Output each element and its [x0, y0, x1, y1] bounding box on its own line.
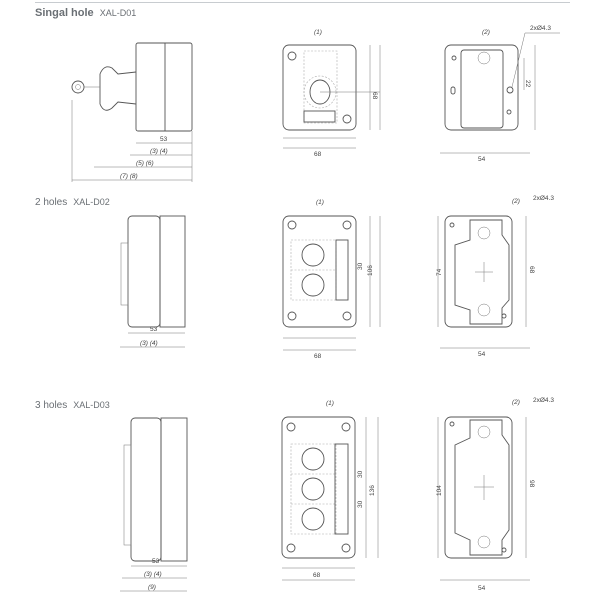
svg-text:106: 106	[367, 265, 374, 276]
svg-text:2xØ4.3: 2xØ4.3	[533, 195, 554, 202]
svg-text:(5) (6): (5) (6)	[136, 160, 154, 167]
svg-text:(9): (9)	[148, 584, 156, 591]
svg-text:(2): (2)	[512, 399, 520, 406]
svg-text:(3) (4): (3) (4)	[140, 340, 158, 347]
svg-text:(3) (4): (3) (4)	[144, 571, 162, 578]
svg-text:2xØ4.3: 2xØ4.3	[533, 397, 554, 404]
svg-text:(1): (1)	[316, 199, 324, 206]
svg-text:74: 74	[436, 268, 443, 276]
svg-text:30: 30	[357, 500, 364, 508]
svg-text:53: 53	[152, 558, 160, 565]
svg-text:68: 68	[314, 151, 322, 158]
svg-text:(1): (1)	[326, 400, 334, 407]
svg-text:54: 54	[478, 585, 486, 592]
svg-text:22: 22	[524, 80, 531, 88]
svg-text:30: 30	[357, 262, 364, 270]
svg-text:2xØ4.3: 2xØ4.3	[530, 25, 551, 32]
header-rule	[35, 2, 570, 3]
svg-text:68: 68	[313, 572, 321, 579]
svg-text:68: 68	[371, 92, 378, 100]
svg-text:54: 54	[478, 351, 486, 358]
svg-text:54: 54	[478, 156, 486, 163]
side-view-d02: 53 (3) (4)	[120, 215, 186, 348]
svg-text:53: 53	[150, 326, 158, 333]
front-view-d02: (1) 30 106 68	[282, 199, 381, 360]
svg-text:98: 98	[528, 480, 535, 488]
front-view-d03: (1) 30 30 136 68	[281, 400, 379, 581]
svg-text:68: 68	[314, 353, 322, 360]
svg-text:(2): (2)	[482, 29, 490, 36]
front-view-d01: (1) 68 68	[282, 29, 381, 158]
side-view-d03: 53 (3) (4) (9)	[120, 417, 188, 592]
svg-text:(3) (4): (3) (4)	[150, 148, 168, 155]
svg-text:(1): (1)	[314, 29, 322, 36]
svg-text:30: 30	[357, 470, 364, 478]
back-view-d03: (2) 2xØ4.3 104 98 54	[436, 397, 554, 592]
svg-text:136: 136	[369, 485, 376, 496]
svg-text:104: 104	[436, 485, 443, 496]
svg-text:68: 68	[528, 266, 535, 274]
back-view-d01: (2) 2xØ4.3 22 54	[440, 25, 560, 163]
back-view-d02: (2) 2xØ4.3 74 68 54	[436, 195, 554, 358]
side-view-d01: 53 (3) (4) (5) (6) (7) (8)	[71, 42, 193, 182]
svg-text:53: 53	[160, 136, 168, 143]
svg-text:(2): (2)	[512, 198, 520, 205]
svg-text:(7) (8): (7) (8)	[120, 173, 138, 180]
